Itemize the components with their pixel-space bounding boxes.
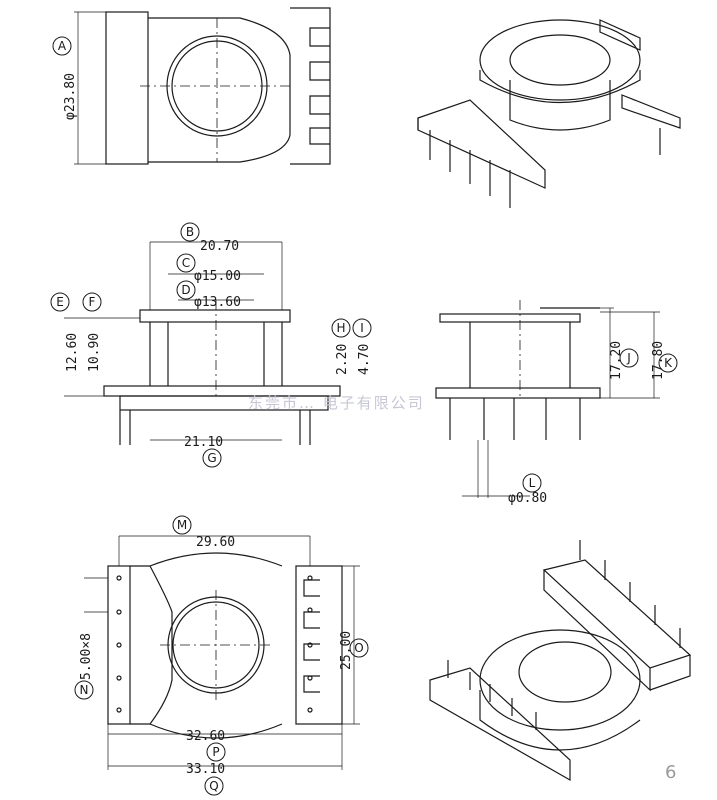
dim-N: 5.00×8 N [74,633,94,700]
dim-C-value: φ15.00 [194,269,241,284]
label-E: E [56,295,64,309]
top-view-right-flange [290,7,331,165]
dim-E: E 12.60 [50,292,80,372]
dim-P-value: 32.60 [186,729,225,744]
dim-D: D φ13.60 [176,280,241,310]
label-F: F [89,295,96,309]
dim-L: L φ0.80 [508,473,547,506]
iso-view-bottom [429,540,692,782]
label-N: N [80,683,89,697]
dim-I: I 4.70 [352,318,372,375]
label-G: G [207,451,216,465]
dim-O-value: 25.00 [339,631,354,670]
dim-M: M 29.60 [172,515,235,550]
watermark-text: 东莞市… 电子有限公司 [248,394,425,412]
label-L: L [529,476,536,490]
label-O: O [354,641,363,655]
dim-I-value: 4.70 [357,344,372,375]
bottom-view [84,535,360,770]
dim-D-value: φ13.60 [194,295,241,310]
dim-L-value: φ0.80 [508,491,547,506]
dim-C: C φ15.00 [176,253,241,284]
dim-N-value: 5.00×8 [79,633,94,680]
dim-A-value: φ23.80 [63,73,78,120]
page-number: 6 [665,762,676,783]
dim-H-value: 2.20 [335,344,350,375]
dim-H: H 2.20 [331,318,351,375]
label-D: D [181,283,190,297]
label-H: H [336,321,345,335]
dim-F: F 10.90 [82,292,102,372]
label-P: P [212,745,219,759]
dim-A: A φ23.80 [52,36,78,120]
dim-K: 17.80 K [651,341,678,380]
dim-B: B 20.70 [180,222,239,254]
dim-J: 17.20 J [609,341,639,380]
iso-view-top [417,19,681,208]
label-C: C [182,256,190,270]
dim-P: 32.60 P [186,729,226,762]
dim-J-value: 17.20 [609,341,624,380]
dim-E-value: 12.60 [65,333,80,372]
top-view-body [148,17,291,163]
front-view [64,241,341,445]
dim-B-value: 20.70 [200,239,239,254]
top-view [74,7,331,165]
top-view-left-flange [105,11,149,165]
dim-G-value: 21.10 [184,435,223,450]
dim-Q: 33.10 Q [186,762,225,796]
label-A: A [58,39,67,53]
label-B: B [186,225,194,239]
dim-G: 21.10 G [184,435,223,468]
dim-M-value: 29.60 [196,535,235,550]
label-J: J [626,351,631,365]
label-Q: Q [209,779,218,793]
label-I: I [360,321,364,335]
label-M: M [177,518,187,532]
dim-O: 25.00 O [339,631,369,670]
dim-Q-value: 33.10 [186,762,225,777]
side-view [435,300,660,498]
dim-F-value: 10.90 [87,333,102,372]
label-K: K [664,356,673,370]
